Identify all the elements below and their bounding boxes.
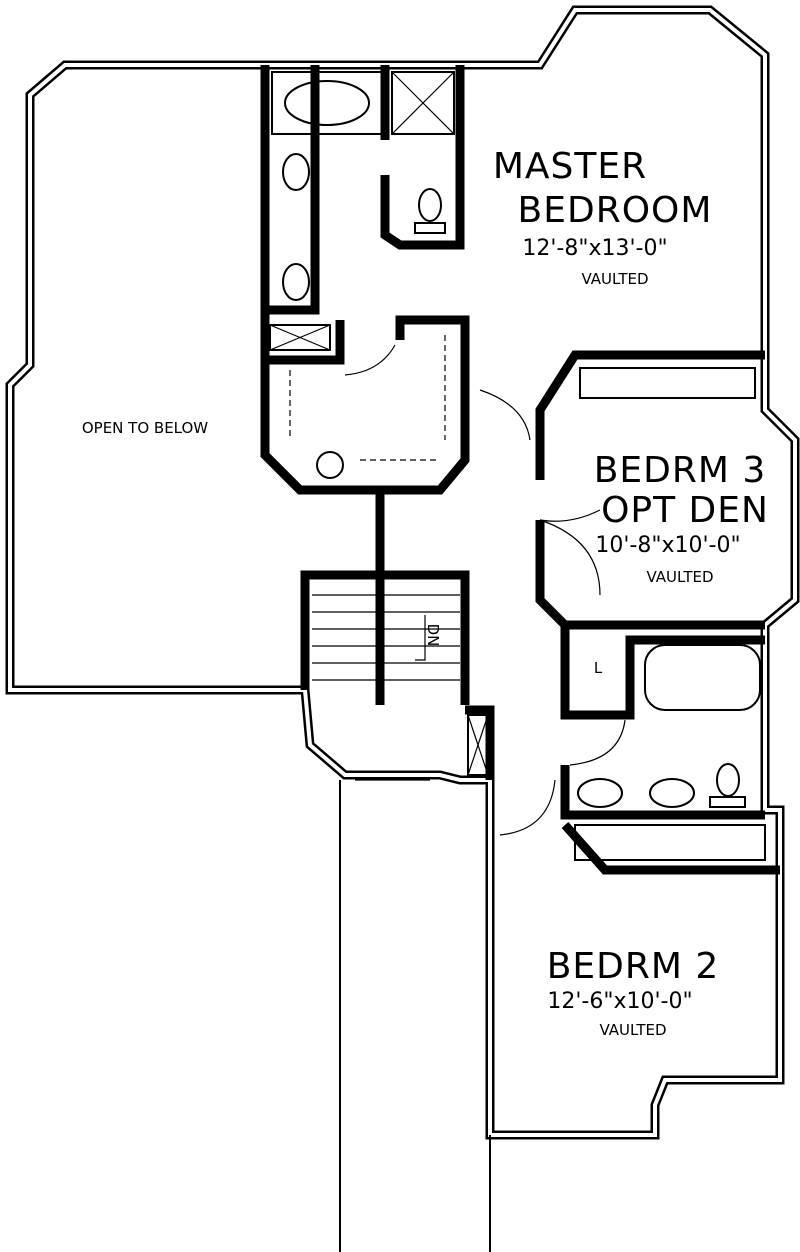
master-bedroom-name-1: MASTER — [493, 146, 647, 187]
bathtub — [644, 644, 761, 711]
fixtures — [269, 71, 766, 861]
water-heater — [316, 451, 344, 479]
master-bedroom-note: VAULTED — [581, 270, 648, 288]
bedroom-2-note: VAULTED — [599, 1021, 666, 1039]
sink — [282, 153, 310, 191]
linen-label: L — [594, 659, 603, 677]
bedroom-3-note: VAULTED — [646, 568, 713, 586]
sink — [577, 778, 623, 808]
open-to-below-label: OPEN TO BELOW — [82, 419, 208, 437]
roof-lines — [339, 779, 620, 1252]
toilet — [716, 763, 740, 797]
shower — [391, 71, 455, 135]
toilet — [418, 188, 442, 222]
bedroom-3-name-2: OPT DEN — [601, 490, 769, 531]
staircase — [312, 594, 460, 681]
stair-down-label: DN — [424, 624, 442, 647]
master-bedroom-name-2: BEDROOM — [518, 190, 713, 231]
sink — [649, 778, 695, 808]
bedroom-2-name: BEDRM 2 — [547, 946, 720, 987]
sink — [282, 263, 310, 301]
bedroom-3-name-1: BEDRM 3 — [594, 450, 767, 491]
interior-walls — [260, 65, 780, 875]
bedroom-2-size: 12'-6"x10'-0" — [547, 989, 692, 1014]
exterior-walls — [5, 5, 800, 1140]
bathtub — [284, 80, 370, 126]
master-bedroom-size: 12'-8"x13'-0" — [522, 236, 667, 261]
bedroom-3-size: 10'-8"x10'-0" — [595, 533, 740, 558]
